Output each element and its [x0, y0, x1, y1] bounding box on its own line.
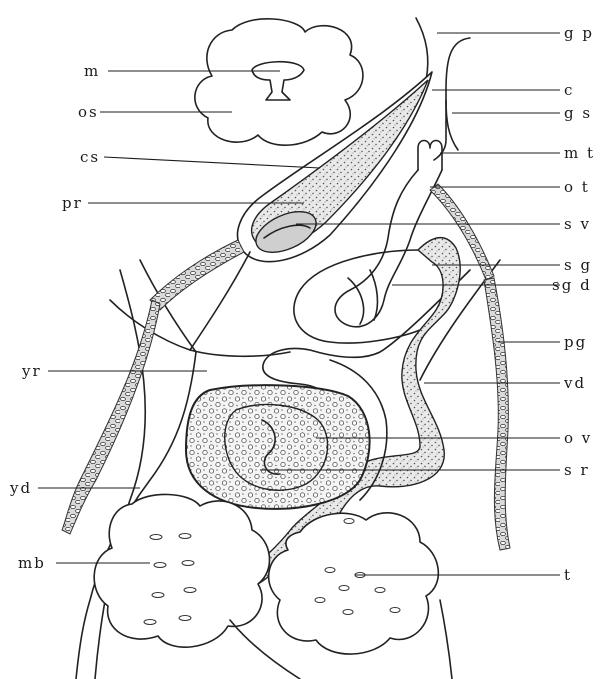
yolk-reservoir — [110, 300, 290, 356]
label-sv: s v — [564, 215, 591, 233]
vitelline-gland-upper-left — [150, 240, 244, 310]
shell-gland-duct — [348, 278, 364, 324]
label-ov: o v — [564, 429, 592, 447]
label-m: m — [84, 62, 100, 80]
seminal-receptacle — [225, 405, 328, 491]
metraterm — [418, 141, 442, 171]
label-gp: g p — [564, 24, 594, 42]
label-mt: m t — [564, 144, 595, 162]
testis-duct-right — [440, 600, 452, 679]
vitelline-gland-right — [484, 278, 510, 550]
label-os: os — [78, 103, 99, 121]
label-mb: mb — [18, 554, 46, 572]
label-yr: yr — [21, 362, 42, 380]
label-ot: o t — [564, 178, 590, 196]
label-sgd: sg d — [552, 276, 592, 294]
label-t: t — [564, 566, 572, 584]
shell-gland-duct-2 — [370, 270, 377, 320]
genital-sinus-wall — [446, 100, 458, 150]
label-c: c — [564, 81, 574, 99]
label-cs: cs — [80, 148, 100, 166]
label-pg: pg — [564, 333, 587, 351]
label-pr: pr — [62, 194, 83, 212]
testis-left — [94, 494, 269, 647]
label-vd: vd — [563, 374, 586, 392]
testis-right — [269, 513, 439, 654]
shell-gland-capsule — [294, 250, 420, 343]
label-yd: yd — [9, 479, 32, 497]
label-sr: s r — [564, 461, 590, 479]
genital-pore — [416, 18, 428, 80]
oral-sucker — [195, 19, 363, 145]
label-gs: g s — [564, 104, 592, 122]
label-sg: s g — [564, 256, 592, 274]
